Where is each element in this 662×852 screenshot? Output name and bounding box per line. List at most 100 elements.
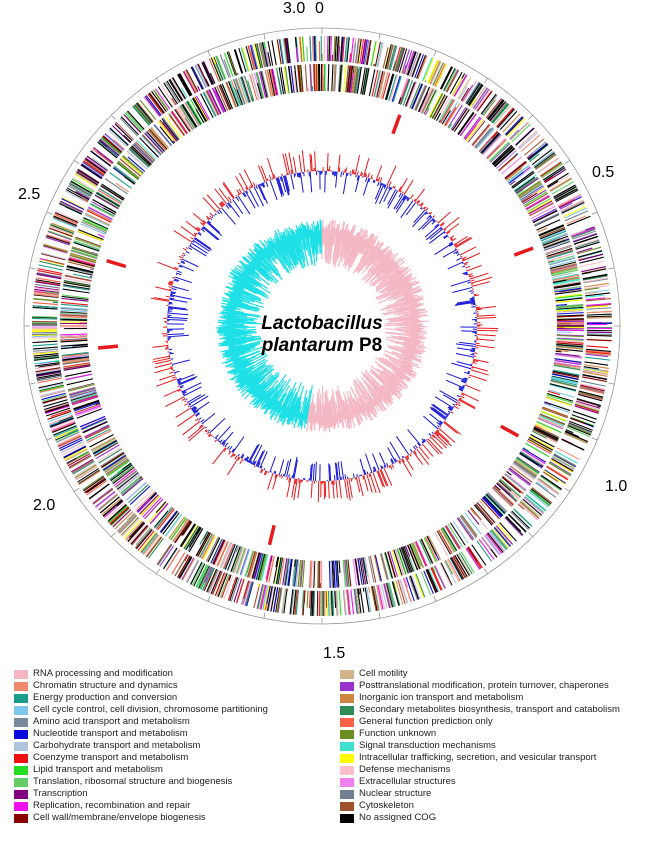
cog-gene-mark [208, 89, 222, 115]
cog-gene-mark [244, 75, 254, 102]
gc-content-bar [383, 184, 386, 188]
gc-content-bar [266, 157, 275, 179]
gc-content-bar [470, 369, 489, 376]
gc-skew-bar [300, 227, 307, 248]
cog-gene-mark [268, 555, 275, 583]
cog-gene-mark [397, 579, 406, 604]
cog-gene-mark [349, 77, 353, 93]
cog-gene-mark [273, 586, 276, 597]
gc-skew-bar [404, 357, 413, 362]
gc-skew-bar [384, 375, 403, 391]
gc-skew-bar [281, 407, 290, 424]
cog-gene-mark [554, 290, 582, 295]
gc-skew-bar [336, 413, 339, 421]
gc-content-bar [256, 449, 266, 467]
cog-gene-mark [476, 502, 496, 524]
gc-skew-bar [404, 332, 419, 335]
gc-skew-bar [280, 390, 294, 419]
cog-gene-mark [388, 45, 397, 70]
cog-gene-mark [403, 50, 413, 75]
legend-swatch [340, 789, 354, 799]
cog-gene-mark [53, 426, 78, 438]
gc-skew-bar [294, 396, 302, 418]
gc-skew-bar [354, 230, 369, 259]
cog-gene-mark [114, 122, 134, 141]
legend-label: Cytoskeleton [359, 800, 414, 811]
gc-skew-bar [224, 342, 260, 353]
cog-gene-mark [126, 111, 144, 131]
gc-skew-bar [236, 359, 268, 380]
cog-gene-mark [529, 153, 540, 162]
gc-skew-bar [387, 346, 415, 357]
gc-skew-bar [392, 336, 421, 342]
cog-gene-mark [546, 249, 574, 259]
cog-gene-mark [431, 566, 443, 591]
gc-skew-bar [311, 229, 315, 256]
gc-content-bar [221, 201, 226, 206]
gc-content-bar [253, 465, 256, 468]
cog-gene-mark [384, 44, 392, 69]
gc-skew-bar [226, 336, 247, 341]
cog-gene-mark [295, 37, 300, 63]
cog-gene-mark [40, 390, 66, 398]
cog-gene-mark [555, 349, 569, 353]
cog-gene-mark [132, 144, 153, 164]
cog-gene-mark [585, 351, 611, 355]
cog-gene-mark [36, 272, 62, 279]
cog-gene-mark [481, 134, 502, 155]
cog-gene-mark [362, 587, 365, 592]
gc-skew-bar [269, 388, 284, 411]
cog-gene-mark [113, 139, 125, 150]
gc-skew-bar [274, 232, 292, 266]
cog-gene-mark [120, 467, 136, 479]
cog-gene-mark [128, 148, 149, 168]
cog-gene-mark [429, 93, 444, 118]
cog-gene-mark [519, 502, 539, 520]
gc-skew-bar [389, 317, 418, 322]
cog-gene-mark [502, 113, 521, 133]
cog-gene-mark [66, 268, 93, 276]
gc-content-bar [280, 176, 287, 193]
gc-content-bar [421, 441, 424, 444]
gc-content-bar [190, 406, 196, 410]
cog-gene-mark [428, 60, 440, 84]
gc-skew-bar [229, 350, 266, 368]
cog-gene-mark [175, 108, 192, 132]
cog-gene-mark [38, 363, 60, 368]
cog-gene-mark [64, 277, 92, 284]
gc-skew-bar [262, 386, 275, 402]
cog-gene-mark [91, 437, 116, 452]
gc-content-bar [258, 184, 268, 204]
gc-skew-bar [330, 395, 337, 426]
cog-gene-mark [201, 62, 213, 86]
cog-gene-mark [561, 438, 585, 451]
gc-skew-bar [225, 286, 261, 302]
cog-gene-mark [521, 500, 541, 518]
gc-skew-bar [383, 282, 413, 298]
gc-skew-bar [370, 364, 403, 392]
cog-gene-mark [131, 145, 152, 165]
cog-gene-mark [449, 71, 463, 95]
cog-gene-mark [261, 42, 268, 67]
gc-skew-bar [221, 311, 248, 317]
gc-content-bar [462, 262, 464, 265]
cog-gene-mark [460, 87, 470, 101]
cog-gene-mark [532, 209, 558, 223]
cog-gene-mark [493, 527, 511, 547]
cog-gene-mark [73, 463, 96, 478]
cog-gene-mark [465, 81, 480, 104]
cog-gene-mark [339, 36, 343, 62]
cog-gene-mark [72, 273, 93, 279]
gc-content-bar [197, 227, 201, 231]
gc-skew-bar [386, 274, 412, 290]
gc-skew-bar [253, 248, 278, 277]
cog-gene-mark [219, 84, 232, 110]
cog-gene-mark [129, 485, 151, 505]
cog-gene-mark [490, 102, 508, 123]
cog-gene-mark [211, 538, 224, 564]
cog-gene-mark [197, 565, 209, 589]
cog-gene-mark [74, 464, 97, 479]
cog-gene-mark [553, 454, 576, 468]
cog-gene-mark [53, 215, 78, 227]
cog-gene-mark [40, 389, 65, 397]
